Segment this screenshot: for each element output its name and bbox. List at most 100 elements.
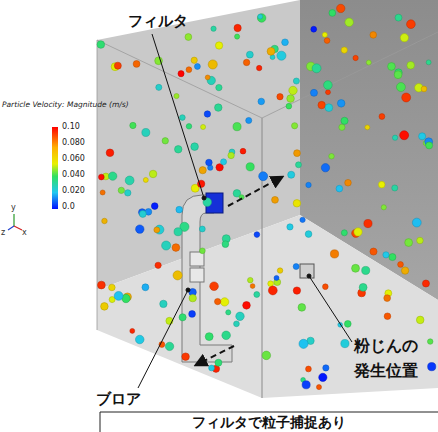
particle — [156, 84, 162, 90]
particle — [246, 51, 253, 58]
axis-y — [13, 214, 14, 226]
particle — [149, 170, 157, 178]
particle — [199, 226, 205, 232]
room-edge — [97, 40, 98, 330]
particle — [162, 241, 171, 250]
caption-rule — [100, 412, 438, 413]
caption-rule — [100, 412, 101, 432]
blower-block — [190, 268, 204, 282]
particle — [222, 331, 231, 340]
particle — [426, 60, 431, 65]
axis-label: x — [22, 228, 27, 237]
particle — [246, 117, 252, 123]
particle — [291, 123, 297, 129]
particle — [366, 60, 371, 65]
particle — [324, 38, 330, 44]
leader-lines — [138, 34, 352, 388]
particle — [286, 103, 292, 109]
leader-dot — [186, 288, 190, 292]
floor — [97, 215, 438, 398]
particle — [427, 339, 433, 345]
particle — [294, 150, 301, 157]
particle — [215, 359, 222, 366]
particle — [142, 284, 149, 291]
flow-arrow — [196, 346, 234, 365]
leader-dot — [202, 196, 206, 200]
particle — [118, 187, 124, 193]
duct — [182, 195, 232, 362]
particle — [325, 104, 333, 112]
leader-line — [138, 290, 188, 388]
particle — [293, 78, 299, 84]
particle — [102, 218, 108, 224]
particle — [259, 172, 268, 181]
particle — [407, 61, 415, 69]
particle — [365, 125, 370, 130]
particle — [125, 176, 134, 185]
particle — [405, 239, 413, 247]
particle — [139, 210, 146, 217]
particle — [323, 365, 329, 371]
colorbar-tick: 0.10 — [62, 122, 80, 131]
particle — [305, 231, 312, 238]
particle — [270, 55, 275, 60]
particle — [378, 181, 385, 188]
particle — [154, 227, 160, 233]
particle — [402, 93, 411, 102]
colorbar-tick: 0.0 — [62, 202, 75, 211]
particle — [194, 64, 200, 70]
particle — [302, 381, 310, 389]
colorbar — [52, 127, 58, 209]
particle — [341, 117, 348, 124]
particle — [208, 60, 217, 69]
particle — [201, 124, 206, 129]
particle — [370, 32, 377, 39]
particle — [97, 41, 105, 49]
particle — [214, 298, 220, 304]
particle — [228, 152, 234, 158]
particle — [125, 190, 131, 196]
particle — [189, 311, 196, 318]
particle — [306, 182, 311, 187]
particle — [392, 185, 398, 191]
particle — [293, 287, 300, 294]
particle — [258, 98, 265, 105]
particle — [211, 26, 216, 31]
particle — [215, 104, 223, 112]
particle — [175, 146, 182, 153]
particle — [136, 225, 144, 233]
particle — [407, 20, 416, 29]
particle — [160, 300, 167, 307]
particle — [204, 111, 210, 117]
particle — [341, 339, 349, 347]
colorbar-tick: 0.020 — [62, 186, 85, 195]
particle — [400, 34, 408, 42]
particle — [133, 60, 140, 67]
particle — [143, 177, 148, 182]
particle — [319, 373, 327, 381]
particle — [248, 277, 254, 283]
particle — [209, 365, 215, 371]
particle — [293, 264, 299, 270]
particle — [384, 313, 391, 320]
particle — [100, 190, 105, 195]
caption-frame — [100, 412, 438, 432]
particle — [329, 10, 336, 17]
particle — [329, 154, 335, 160]
particle — [428, 363, 436, 371]
particle — [186, 124, 192, 130]
particle — [392, 135, 397, 140]
axis-label: z — [1, 228, 5, 237]
axis-triad — [8, 214, 22, 230]
particle — [326, 90, 331, 95]
particle — [101, 303, 109, 311]
flow-arrows — [196, 177, 282, 365]
particle — [426, 142, 433, 149]
particle — [226, 310, 231, 315]
particle — [287, 95, 295, 103]
particle — [311, 26, 317, 32]
particle — [299, 339, 308, 348]
dust-source-cube — [300, 264, 314, 278]
particle — [388, 63, 396, 71]
particle — [353, 55, 358, 60]
